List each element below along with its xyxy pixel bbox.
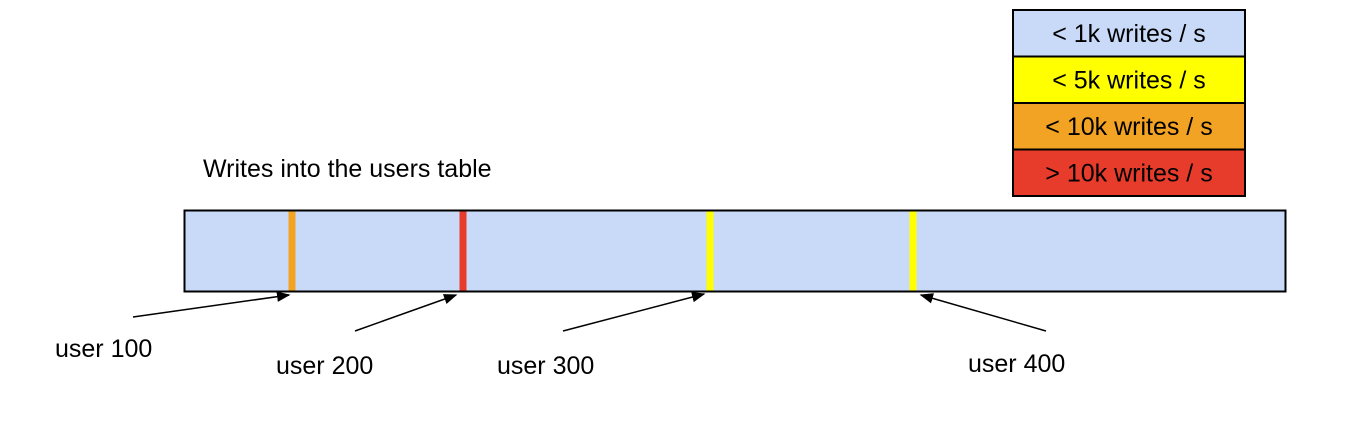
label-user-300: user 300 [497, 352, 594, 380]
arrow-user-400 [919, 293, 1047, 332]
stripe-user-200 [459, 211, 467, 291]
legend-swatch-lt-5k [1012, 55, 1246, 104]
legend-label-gt-10k: > 10k writes / s [1045, 160, 1212, 188]
label-user-200: user 200 [276, 352, 373, 380]
diagram-title: Writes into the users table [203, 155, 492, 183]
arrow-user-200 [354, 294, 458, 332]
legend-swatch-lt-1k [1012, 9, 1246, 58]
legend: < 1k writes / s < 5k writes / s < 10k wr… [1012, 9, 1246, 197]
label-user-400: user 400 [968, 350, 1065, 378]
arrow-user-100 [132, 291, 291, 318]
legend-label-lt-5k: < 5k writes / s [1052, 67, 1206, 95]
label-user-100: user 100 [55, 335, 152, 363]
users-table-bar [183, 209, 1287, 293]
stripe-user-400 [909, 211, 917, 291]
arrow-user-300 [562, 291, 706, 332]
stripe-user-300 [706, 211, 714, 291]
legend-label-lt-1k: < 1k writes / s [1052, 20, 1206, 48]
legend-swatch-gt-10k [1012, 148, 1246, 197]
stripe-user-100 [288, 211, 296, 291]
legend-label-lt-10k: < 10k writes / s [1045, 113, 1212, 141]
